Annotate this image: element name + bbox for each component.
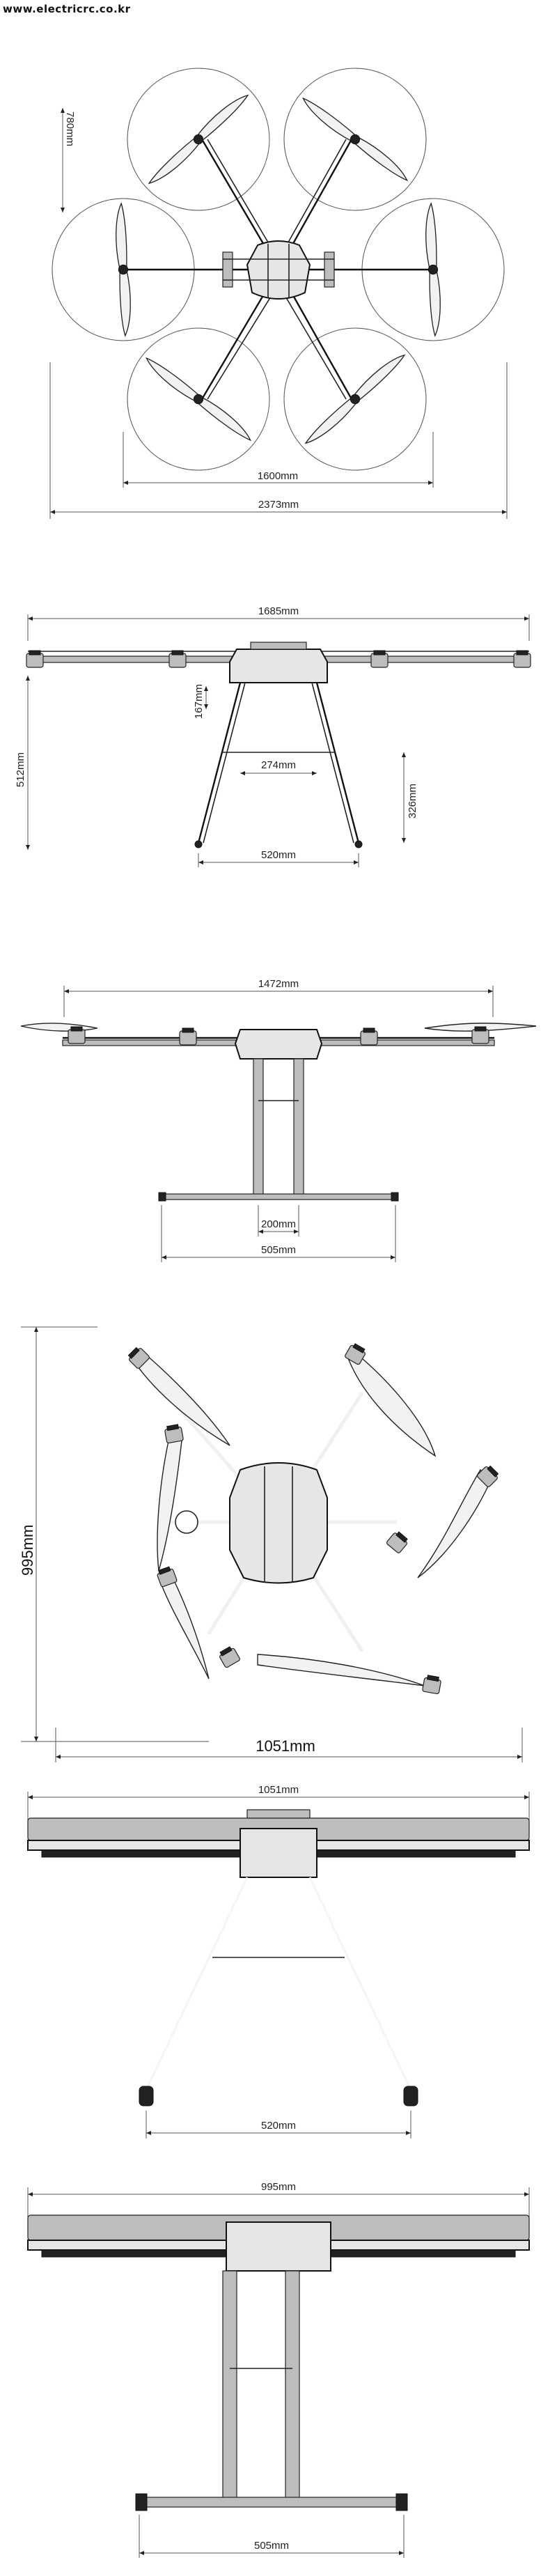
rotor-disc [283, 327, 427, 471]
dim-front-height: 512mm [15, 752, 26, 787]
dim-skid-outer: 505mm [261, 1244, 296, 1256]
dim-gear-inner: 274mm [261, 759, 296, 771]
dim-folded-width: 1051mm [256, 1737, 315, 1755]
folded-propeller-blades [131, 1354, 492, 1686]
top-view-unfolded: 780mm 1600mm 2373mm [49, 68, 508, 519]
dim-overall-span: 2373mm [258, 499, 299, 511]
dim-front-folded-width: 1051mm [258, 1784, 299, 1796]
front-view-folded: 1051mm 520mm [27, 1784, 530, 2139]
top-view-folded: 995mm 1051mm [19, 1326, 523, 1762]
dim-skid-inner: 200mm [261, 1218, 296, 1230]
rotor-disc [283, 68, 427, 211]
dim-folded-height: 995mm [19, 1525, 36, 1576]
dim-front-folded-gear: 520mm [261, 2120, 296, 2132]
dim-side-folded-width: 995mm [261, 2181, 296, 2193]
dim-rotor-diameter: 780mm [64, 111, 76, 146]
dim-gear-height: 326mm [407, 784, 418, 818]
rotor-disc [127, 327, 270, 471]
dim-gear-base: 520mm [261, 849, 296, 861]
site-watermark: www.electricrc.co.kr [3, 3, 131, 15]
front-view-unfolded: 1685mm 167mm 512mm 274mm 326mm 520mm [15, 605, 531, 867]
dim-front-span: 1685mm [258, 605, 299, 617]
dim-body-height: 167mm [193, 684, 205, 719]
rotor-disc [127, 68, 270, 211]
folded-center-body [229, 1462, 328, 1584]
dim-side-folded-skid: 505mm [254, 2540, 289, 2552]
side-view-folded: 995mm 505mm [27, 2181, 530, 2558]
dim-motor-span: 1600mm [258, 470, 298, 482]
side-view-unfolded: 1472mm 200mm 505mm [20, 978, 537, 1262]
dim-side-span: 1472mm [258, 978, 299, 990]
center-body [222, 240, 335, 300]
